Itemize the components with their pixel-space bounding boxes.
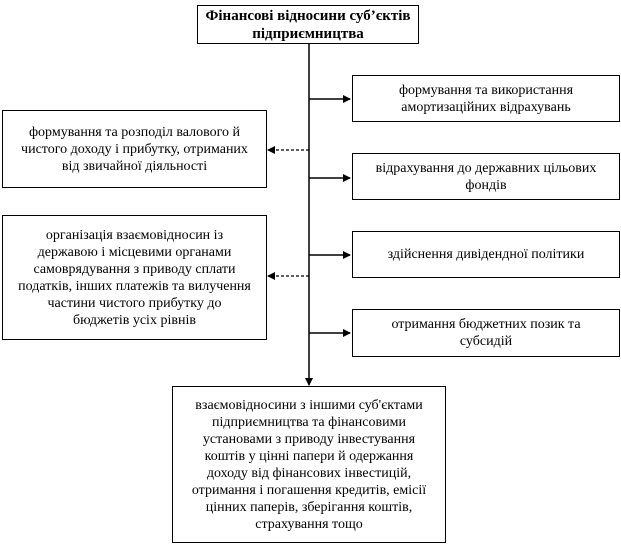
left-box-1: формування та розподіл валового й чистог… [2, 110, 267, 188]
left-box-2-line-2: державою і місцевими органами [37, 244, 232, 260]
right-box-1-line-2: амортизаційних відрахувань [401, 99, 571, 115]
left-box-2-line-6: бюджетів усіх рівнів [73, 312, 196, 328]
right-box-4: отримання бюджетних позик та субсидій [352, 309, 620, 357]
right-box-2-line-2: фондів [465, 177, 507, 193]
bottom-box-line-6: отримання і погашення кредитів, емісії [191, 482, 427, 498]
right-box-2: відрахування до державних цільових фонді… [352, 153, 620, 200]
left-box-2-line-5: частини чистого прибутку до [47, 295, 222, 311]
right-box-1-line-1: формування та використання [398, 82, 574, 98]
left-box-2-line-4: податків, інших платежів та вилучення [18, 278, 251, 294]
left-box-1-line-2: чистого доходу і прибутку, отриманих [21, 141, 248, 157]
bottom-box: взаємовідносини з іншими суб'єктами підп… [172, 386, 446, 543]
bottom-box-line-2: підприємництва та фінансовими [212, 414, 406, 430]
left-box-2-line-1: організація взаємовідносин із [45, 227, 224, 243]
right-box-4-line-1: отримання бюджетних позик та [391, 317, 581, 332]
bottom-box-line-4: коштів у цінні папери й одержання [204, 448, 414, 464]
left-box-2: організація взаємовідносин із державою і… [2, 215, 267, 340]
bottom-box-line-1: взаємовідносини з іншими суб'єктами [195, 397, 423, 413]
right-box-3-line-1: здійснення дивідендної політики [387, 247, 585, 262]
left-box-1-line-3: від звичайної діяльності [61, 158, 208, 174]
right-box-2-line-1: відрахування до державних цільових [375, 160, 597, 176]
left-box-1-line-1: формування та розподіл валового й [28, 124, 241, 140]
left-box-2-line-3: самоврядування з приводу сплати [33, 261, 236, 277]
title-line-1: Фінансові відносини суб’єктів [205, 7, 411, 24]
right-box-4-line-2: субсидій [459, 334, 513, 349]
bottom-box-line-8: страхування тощо [255, 516, 363, 532]
title-box: Фінансові відносини суб’єктів підприємни… [197, 5, 419, 44]
bottom-box-line-3: установами з приводу інвестування [202, 431, 416, 447]
right-box-1: формування та використання амортизаційни… [352, 75, 620, 122]
title-line-2: підприємництва [252, 25, 364, 42]
bottom-box-line-7: цінних паперів, зберігання коштів, [205, 499, 413, 515]
right-box-3: здійснення дивідендної політики [352, 231, 620, 278]
bottom-box-line-5: доходу від фінансових інвестицій, [206, 465, 412, 481]
